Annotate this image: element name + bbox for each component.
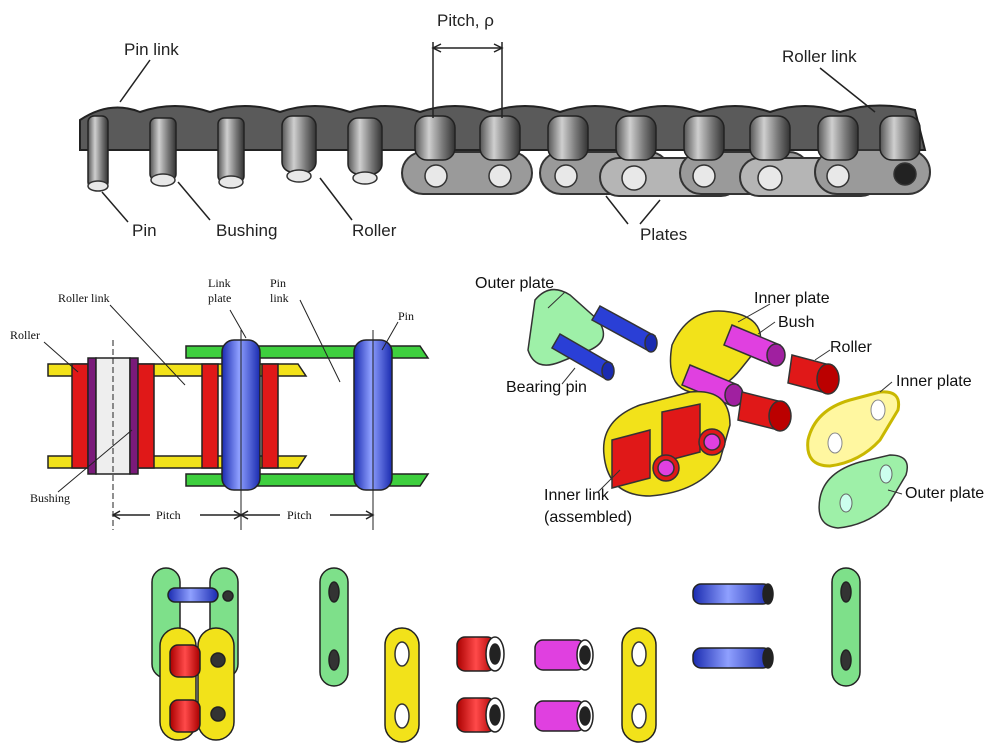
- parts-inner-plate-2: [622, 628, 656, 742]
- exp-inner-link-label-2: (assembled): [544, 509, 632, 526]
- exp-outer-plate-top-label: Outer plate: [475, 275, 554, 292]
- exp-bush-label: Bush: [778, 314, 814, 331]
- exp-inner-plate-top-label: Inner plate: [754, 290, 830, 307]
- schem-link-plate-label-1: Link: [208, 276, 231, 290]
- parts-outer-plate-2: [832, 568, 860, 686]
- schem-roller-1: [72, 364, 88, 468]
- parts-row: [152, 568, 860, 742]
- roller-label: Roller: [352, 221, 397, 240]
- schem-bushing-2: [130, 358, 138, 474]
- schem-pin-link-label-2: link: [270, 291, 289, 305]
- plates-label: Plates: [640, 225, 687, 244]
- parts-bushes: [535, 640, 593, 731]
- parts-outer-plate-1: [320, 568, 348, 686]
- chain-photo: Pitch, ρ Pin link Roller link Pin Bushin…: [80, 11, 930, 244]
- pin-link-label: Pin link: [124, 40, 179, 59]
- roller-link-label: Roller link: [782, 47, 857, 66]
- parts-assembled-segment: [152, 568, 238, 740]
- exp-outer-plate-right-label: Outer plate: [905, 485, 984, 502]
- schem-pitch-label-2: Pitch: [287, 508, 312, 522]
- schem-roller-3: [202, 364, 218, 468]
- schem-bushing-1: [88, 358, 96, 474]
- exp-inner-link-label-1: Inner link: [544, 487, 610, 504]
- exp-inner-plate-right: [808, 392, 899, 466]
- parts-pins: [693, 584, 773, 668]
- schem-roller-link-label: Roller link: [58, 291, 110, 305]
- schem-pin-link-label-1: Pin: [270, 276, 286, 290]
- pitch-label: Pitch, ρ: [437, 11, 494, 30]
- chain-schematic: [44, 300, 428, 530]
- schem-roller-label: Roller: [10, 328, 40, 342]
- exp-bearing-pin-label: Bearing pin: [506, 379, 587, 396]
- schem-roller-2: [138, 364, 154, 468]
- schem-roller-4: [262, 364, 278, 468]
- schem-pin-label: Pin: [398, 309, 414, 323]
- schem-pitch-dims: [113, 511, 373, 519]
- parts-rollers: [457, 637, 504, 732]
- exp-roller-label: Roller: [830, 339, 872, 356]
- exp-inner-plate-right-label: Inner plate: [896, 373, 972, 390]
- schem-pitch-label-1: Pitch: [156, 508, 181, 522]
- schem-bushing-label: Bushing: [30, 491, 70, 505]
- bushing-label: Bushing: [216, 221, 277, 240]
- pin-label: Pin: [132, 221, 157, 240]
- parts-inner-plate-1: [385, 628, 419, 742]
- schem-link-plate-label-2: plate: [208, 291, 231, 305]
